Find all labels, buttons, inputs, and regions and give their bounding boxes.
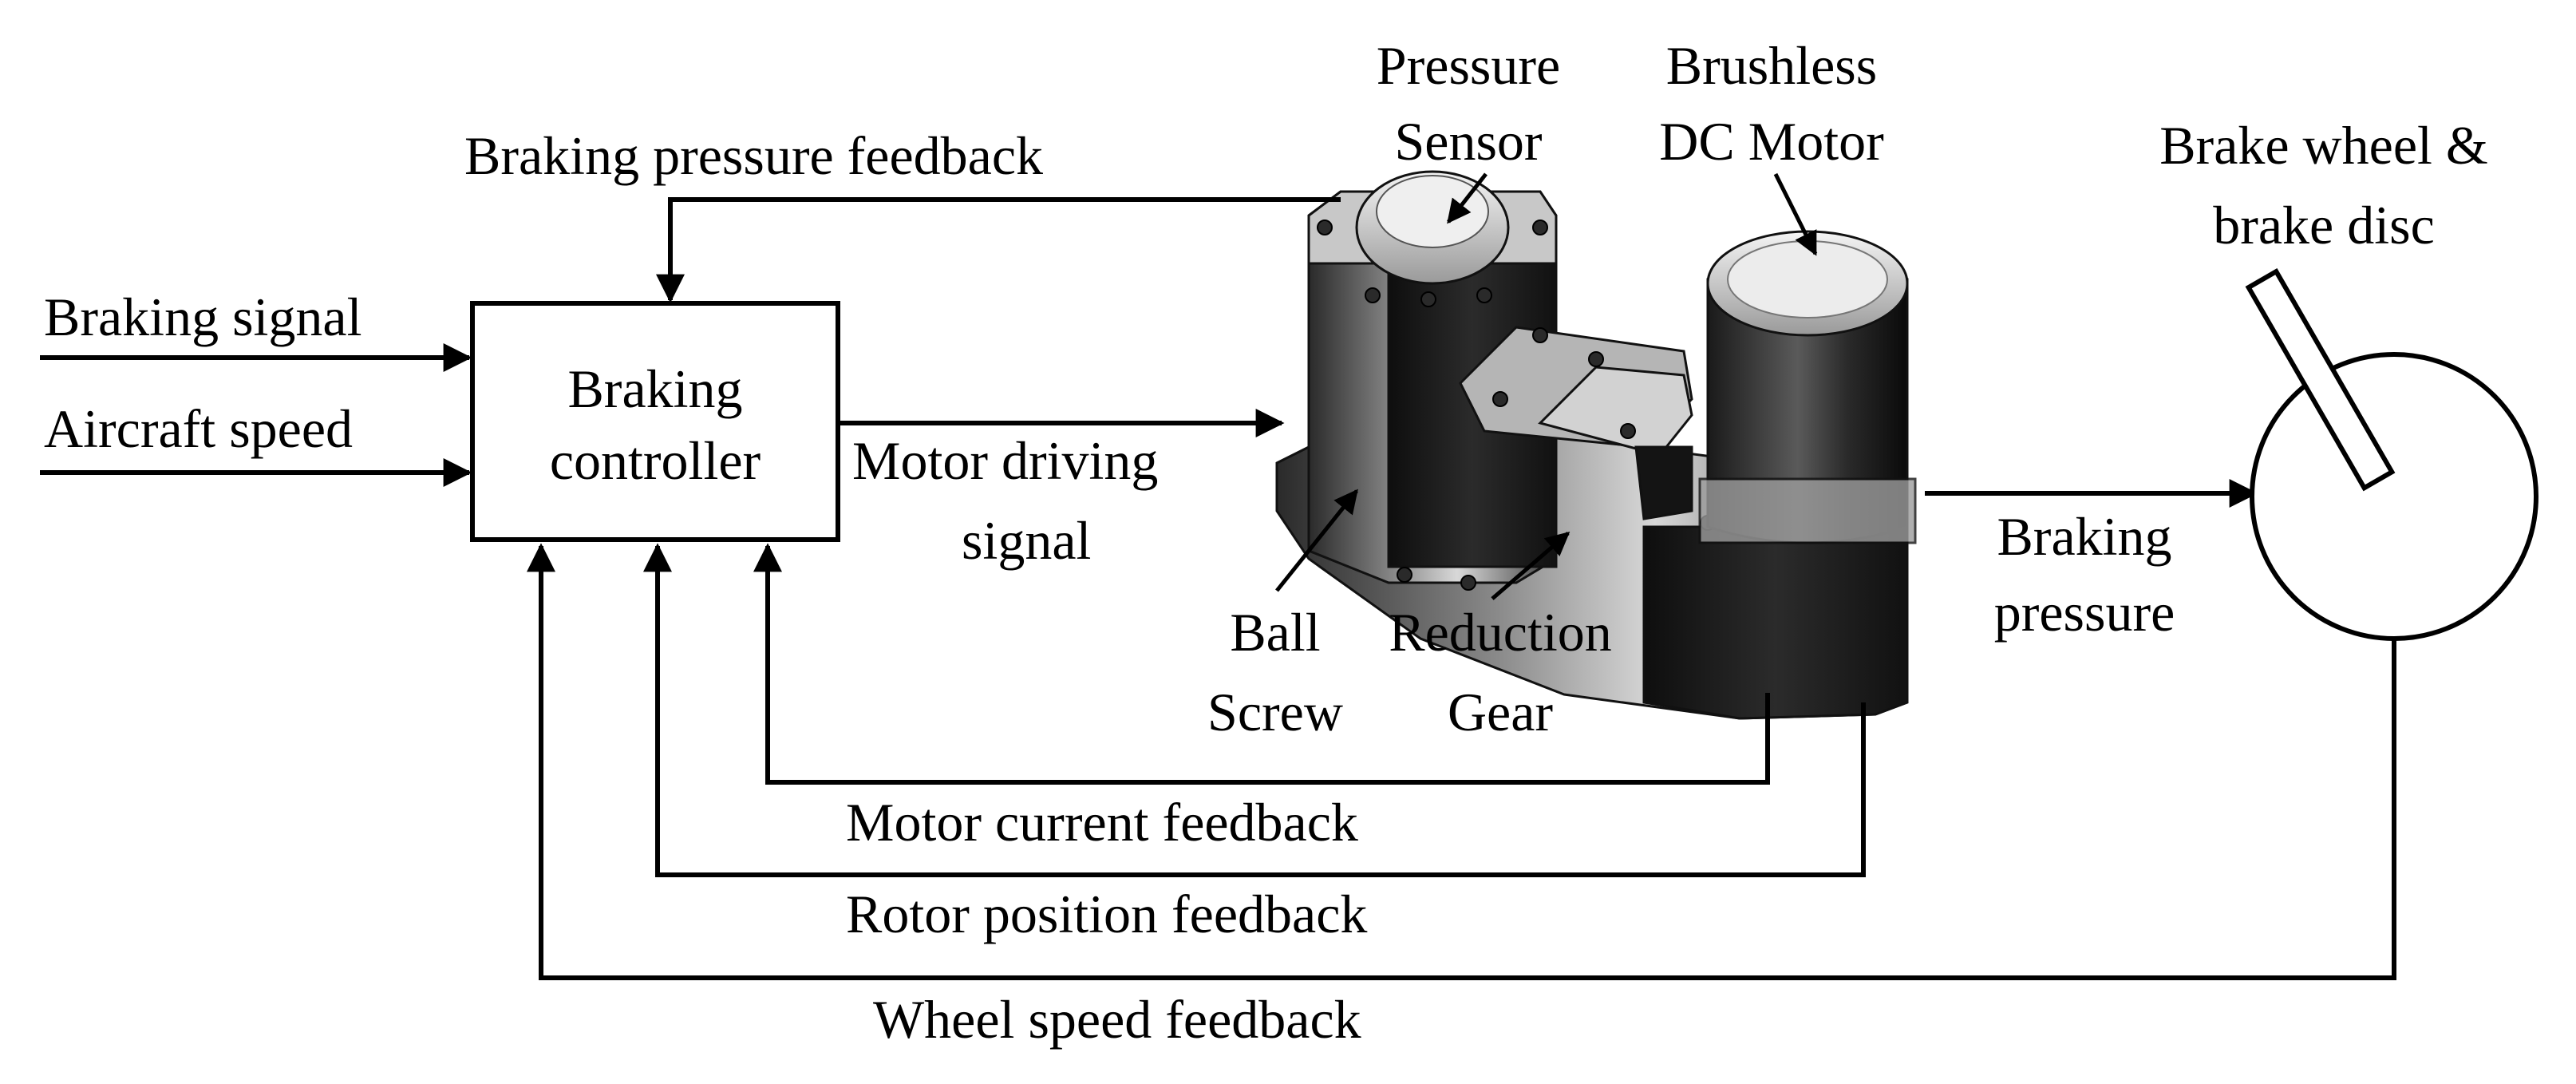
brake-disc-bar: [2245, 267, 2396, 492]
wheel-speed-feedback-line: [527, 543, 2396, 980]
braking-pressure-feedback-line: [656, 197, 1341, 303]
aircraft-speed-label: Aircraft speed: [44, 398, 353, 459]
braking-signal-label: Braking signal: [44, 287, 362, 347]
reduction-gear-label-line2: Gear: [1448, 682, 1553, 742]
bldc-label-line1: Brushless: [1666, 35, 1877, 96]
braking-pressure-feedback-label: Braking pressure feedback: [464, 125, 1043, 186]
reduction-gear-pointer: [1491, 532, 1570, 600]
braking-pressure-label-line1: Braking: [1997, 506, 2171, 567]
wheel-speed-feedback-label: Wheel speed feedback: [873, 989, 1361, 1050]
rotor-position-feedback-label: Rotor position feedback: [846, 884, 1367, 944]
bldc-pointer: [1773, 172, 1818, 256]
controller-label-line2: controller: [550, 430, 761, 491]
braking-controller-block: [470, 301, 840, 542]
motor-driving-label-line1: Motor driving: [852, 430, 1158, 491]
controller-label-line1: Braking: [567, 358, 742, 419]
braking-pressure-label-line2: pressure: [1994, 582, 2175, 643]
ball-screw-label-line2: Screw: [1207, 682, 1343, 742]
pressure-sensor-label-line1: Pressure: [1377, 35, 1560, 96]
actuator-illustration: [1275, 170, 1917, 720]
pressure-sensor-label-line2: Sensor: [1394, 111, 1542, 172]
reduction-gear-label-line1: Reduction: [1389, 602, 1612, 663]
ball-screw-label-line1: Ball: [1230, 602, 1320, 663]
bldc-label-line2: DC Motor: [1659, 111, 1884, 172]
ball-screw-pointer: [1275, 489, 1358, 592]
brake-wheel-circle: [2250, 352, 2538, 641]
motor-current-feedback-label: Motor current feedback: [846, 792, 1358, 853]
brake-wheel-label-line2: brake disc: [2213, 195, 2435, 255]
rotor-position-feedback-line: [643, 543, 1866, 877]
motor-driving-label-line2: signal: [962, 510, 1091, 571]
brake-wheel-label-line1: Brake wheel &: [2159, 115, 2488, 176]
pressure-sensor-pointer: [1447, 172, 1488, 224]
motor-current-feedback-line: [753, 543, 1770, 785]
